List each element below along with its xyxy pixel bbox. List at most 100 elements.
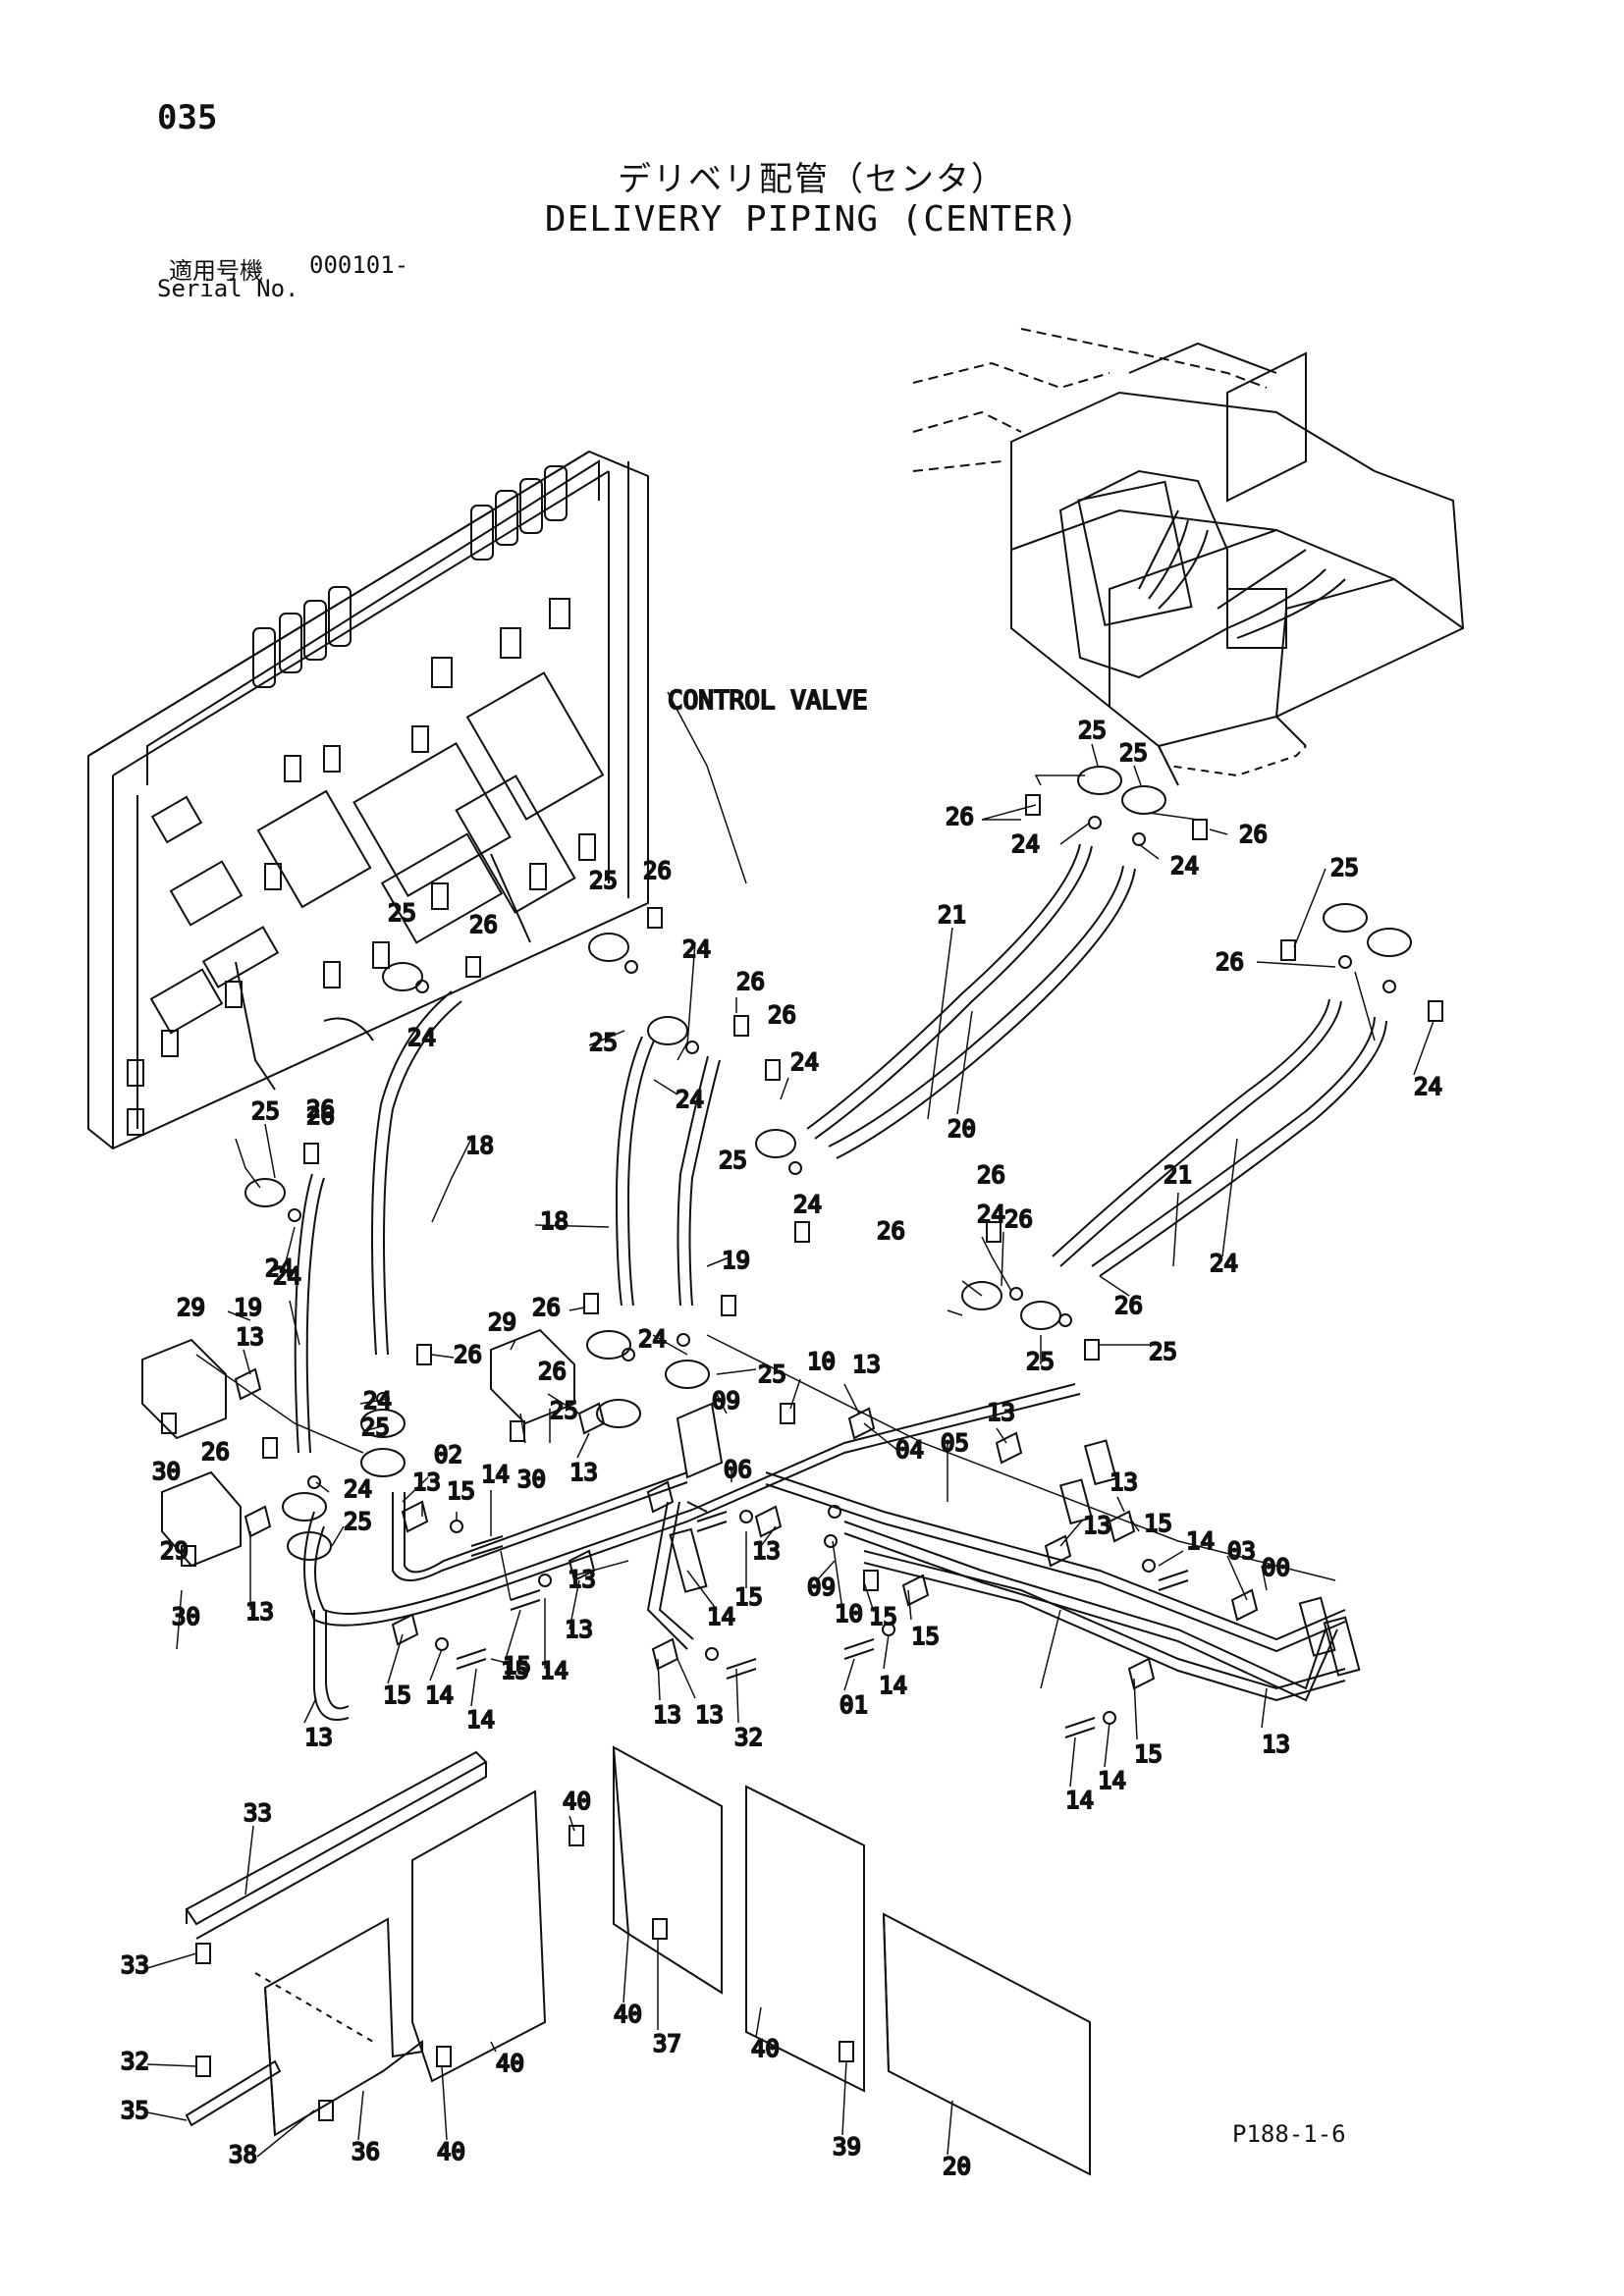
title-english: DELIVERY PIPING (CENTER) <box>544 199 1080 240</box>
callout-label: 21 <box>1164 1161 1192 1189</box>
callout-label: 04 <box>895 1436 924 1464</box>
callout-label: 30 <box>172 1603 200 1630</box>
callout-label: 40 <box>614 2001 642 2028</box>
callout-label: 29 <box>177 1294 205 1321</box>
callout-label: 15 <box>503 1652 531 1680</box>
callout-label: 09 <box>712 1387 740 1415</box>
callout-label: 36 <box>352 2138 380 2165</box>
callout-label: 15 <box>383 1682 411 1709</box>
callout-label: 13 <box>987 1399 1015 1426</box>
callout-label: 40 <box>751 2035 780 2062</box>
callout-label: 14 <box>1098 1767 1126 1794</box>
callout-label: 18 <box>465 1132 494 1159</box>
callout-label: 39 <box>833 2133 861 2161</box>
callout-label: 15 <box>501 1657 529 1684</box>
callout-label: 14 <box>707 1603 735 1630</box>
callout-label: 06 <box>724 1456 752 1483</box>
callout-label: 19 <box>234 1294 262 1321</box>
callout-label: 24 <box>793 1191 822 1218</box>
callout-label: 40 <box>496 2050 524 2077</box>
callout-label: 14 <box>540 1657 568 1684</box>
callout-label: 26 <box>454 1341 482 1368</box>
callout-label: 14 <box>879 1672 907 1699</box>
callout-label: 13 <box>304 1724 333 1751</box>
callout-label: 24 <box>676 1086 704 1113</box>
callout-label: 24 <box>682 935 711 963</box>
callout-label: 26 <box>306 1102 335 1130</box>
callout-label: 25 <box>1149 1338 1177 1365</box>
callout-label: 13 <box>565 1616 593 1643</box>
callout-label: 02 <box>434 1441 462 1468</box>
callout-label: 40 <box>437 2138 465 2165</box>
callout-label: 38 <box>229 2141 257 2168</box>
callout-label: 37 <box>653 2030 681 2057</box>
callout-label: 24 <box>638 1325 667 1353</box>
callout-label: 25 <box>1119 739 1148 767</box>
callout-label: 13 <box>568 1566 596 1593</box>
callout-label: 40 <box>563 1788 591 1815</box>
callout-label: 26 <box>201 1438 230 1466</box>
callout-label: 21 <box>938 901 966 929</box>
callout-label: 33 <box>244 1799 272 1827</box>
callout-label: 20 <box>943 2153 971 2180</box>
callout-label: 15 <box>911 1623 940 1650</box>
callout-label: 24 <box>1414 1073 1442 1100</box>
callout-label: 15 <box>869 1603 897 1630</box>
long-bolts <box>456 1511 1189 1738</box>
callout-label: 25 <box>1330 854 1359 881</box>
callout-label: 26 <box>1239 821 1268 848</box>
callout-label: 13 <box>1110 1468 1138 1496</box>
callout-label: 25 <box>1078 717 1107 744</box>
callout-label: 10 <box>807 1348 836 1375</box>
callout-label: 24 <box>344 1475 372 1503</box>
callout-label: 19 <box>722 1247 750 1274</box>
callout-label: 01 <box>839 1691 868 1719</box>
callout-label: 26 <box>736 968 765 995</box>
callout-label: 13 <box>752 1537 781 1565</box>
leader-lines <box>146 691 1435 2158</box>
callout-label: 13 <box>236 1323 264 1351</box>
callout-label: 25 <box>251 1097 280 1125</box>
callout-label: 24 <box>273 1262 301 1290</box>
callout-label: 26 <box>469 911 498 938</box>
control-valve-drawing <box>87 450 649 1150</box>
callout-label: 09 <box>807 1574 836 1601</box>
callout-label: 20 <box>947 1115 976 1143</box>
callout-label: 26 <box>946 803 974 830</box>
title-japanese: デリベリ配管（センタ） <box>618 160 1006 199</box>
callout-label: 15 <box>1134 1740 1163 1768</box>
callout-label: 29 <box>160 1537 189 1565</box>
callout-labels: 25 25 26 24 24 26 25 26 25 26 24 24 26 2… <box>120 716 1443 2181</box>
valve-spools <box>252 465 568 688</box>
callout-label: 24 <box>407 1024 436 1051</box>
fittings <box>141 766 1443 2121</box>
callout-label: 15 <box>734 1583 763 1611</box>
callout-label: 24 <box>790 1048 819 1076</box>
callout-label: 26 <box>1004 1205 1033 1233</box>
callout-label: 26 <box>532 1294 561 1321</box>
callout-label: 24 <box>1210 1250 1238 1277</box>
callout-label: 03 <box>1227 1537 1256 1565</box>
callout-label: 24 <box>977 1201 1005 1228</box>
callout-label: 24 <box>1170 852 1199 880</box>
callout-label: 26 <box>306 1095 335 1123</box>
callout-label: 13 <box>695 1701 724 1729</box>
callout-label: 14 <box>1065 1787 1094 1814</box>
callout-label: 24 <box>265 1255 294 1282</box>
callout-label: 26 <box>538 1358 567 1385</box>
callout-label: 26 <box>1114 1292 1143 1319</box>
callout-label: 25 <box>388 899 416 927</box>
callout-label: 13 <box>852 1351 881 1378</box>
callout-label: 18 <box>540 1207 568 1235</box>
callout-label: 32 <box>121 2048 149 2075</box>
callout-label: 33 <box>121 1951 149 1979</box>
callout-label: 14 <box>1186 1527 1215 1555</box>
callout-label: 30 <box>517 1466 546 1493</box>
cover-panels <box>185 1745 1091 2176</box>
callout-label: 24 <box>1011 830 1040 858</box>
callout-label: 25 <box>589 1029 618 1056</box>
callout-label: 14 <box>481 1461 510 1488</box>
drawing-code: P188-1-6 <box>1232 2120 1346 2148</box>
serial-label-english: Serial No. <box>157 275 299 302</box>
